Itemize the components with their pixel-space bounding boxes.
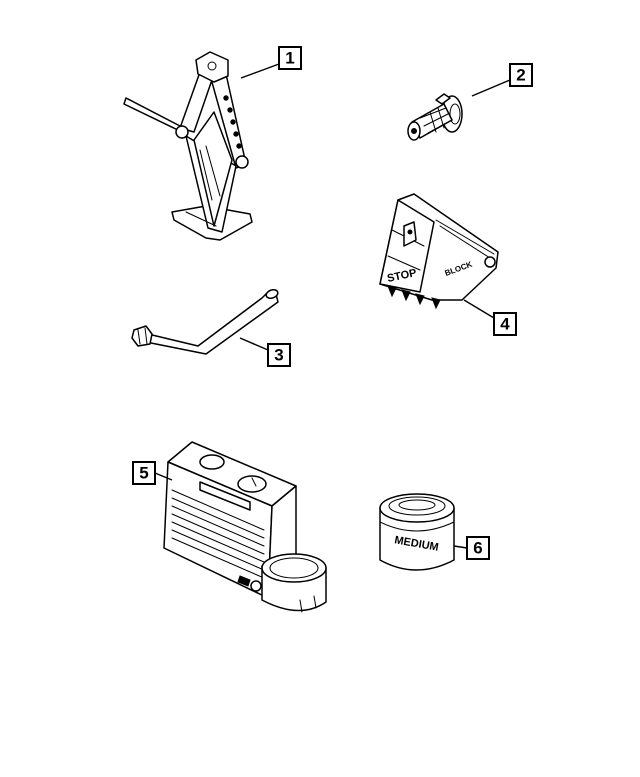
callout-6: 6 (466, 536, 490, 560)
callout-1: 1 (278, 46, 302, 70)
callout-3: 3 (267, 343, 291, 367)
svg-text:5: 5 (139, 464, 148, 483)
wheel-chock-icon: STOP BLOCK (379, 193, 499, 310)
callout-4: 4 (493, 312, 517, 336)
svg-text:2: 2 (516, 66, 525, 85)
svg-text:4: 4 (500, 315, 510, 334)
callout-5: 5 (132, 461, 156, 485)
callout-2: 2 (509, 63, 533, 87)
jack-handle-rod-icon (131, 288, 279, 355)
svg-text:6: 6 (473, 539, 482, 558)
sealant-canister-icon: MEDIUM (379, 493, 455, 571)
tire-inflator-compressor-icon (163, 441, 327, 613)
valve-insert-icon (407, 93, 463, 141)
svg-text:3: 3 (274, 346, 283, 365)
scissor-jack-icon (123, 51, 253, 241)
svg-text:1: 1 (285, 49, 294, 68)
